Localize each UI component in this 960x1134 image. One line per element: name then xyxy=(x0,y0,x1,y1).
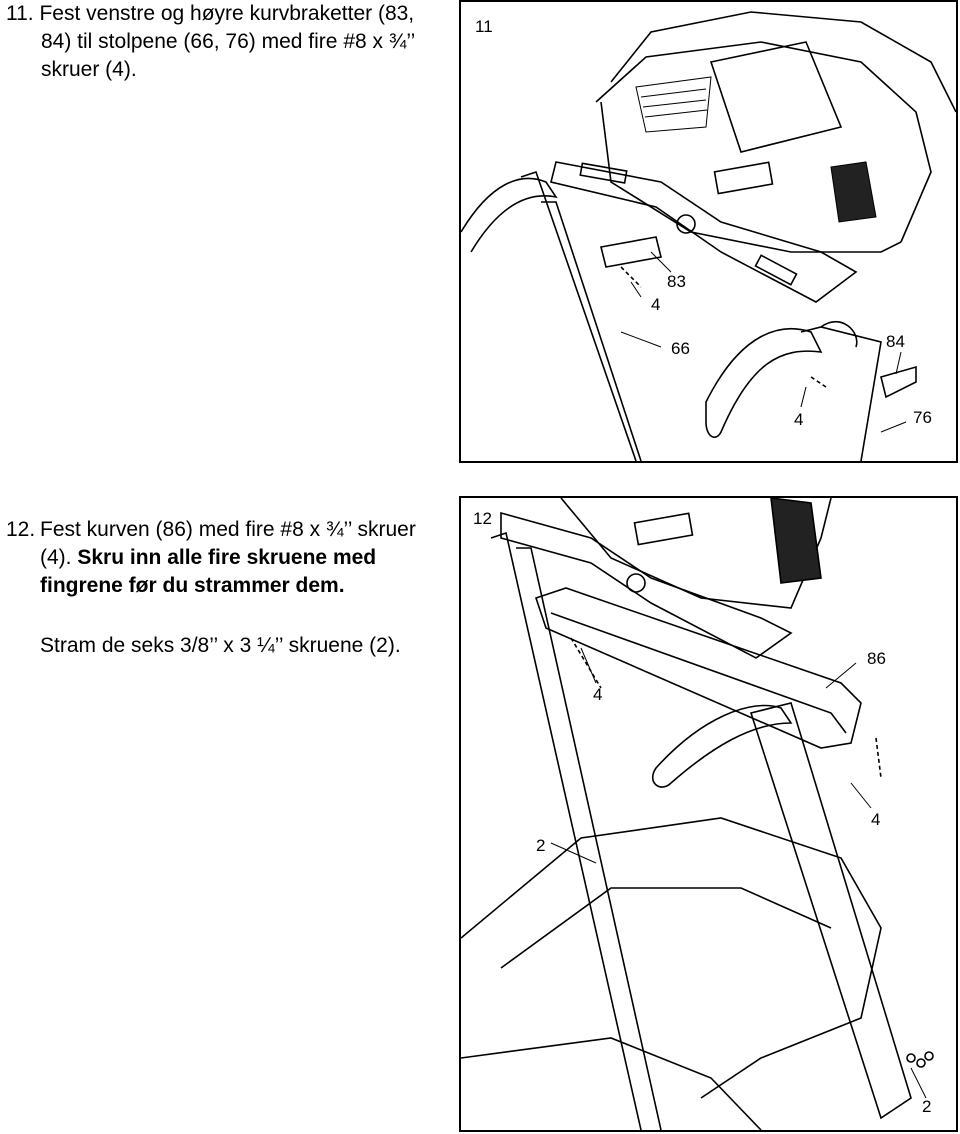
callout-4-right: 4 xyxy=(794,410,803,429)
callout-2-right: 2 xyxy=(922,1097,931,1116)
callout-66: 66 xyxy=(671,339,690,358)
step-12-line-1: Fest kurven (86) med fire #8 x ¾’’ skrue… xyxy=(40,516,450,544)
callout-4-left: 4 xyxy=(651,295,660,314)
callout-83: 83 xyxy=(667,272,686,291)
callout-2-left: 2 xyxy=(536,836,545,855)
step-11-figure: 11 83 4 66 84 4 76 xyxy=(459,0,958,463)
leader-86 xyxy=(825,662,857,689)
basket-86 xyxy=(534,587,862,749)
console-display xyxy=(709,41,843,153)
speaker-grille-left xyxy=(635,76,712,133)
step-12-text-2: (4). xyxy=(40,546,78,569)
callout-4-right: 4 xyxy=(871,810,880,829)
leader-2-right xyxy=(910,1067,927,1099)
right-handrail xyxy=(651,704,793,788)
console-outline xyxy=(610,11,956,113)
left-handrail xyxy=(461,177,558,253)
motor-hood-inner xyxy=(500,887,832,969)
bolt-3 xyxy=(924,1051,934,1061)
safety-key xyxy=(626,573,646,593)
step-12-text-3-bold: fingrene før du strammer dem. xyxy=(40,574,345,597)
callout-86: 86 xyxy=(867,649,886,668)
step-11-line-1: 11. Fest venstre og høyre kurvbraketter … xyxy=(6,0,446,28)
leader-83 xyxy=(650,251,672,273)
callout-4-left: 4 xyxy=(593,685,602,704)
step-12-text-2-bold: Skru inn alle fire skruene med xyxy=(77,546,377,569)
step-11-text-3: skruer (4). xyxy=(41,58,137,81)
figure-12-label: 12 xyxy=(473,509,492,528)
right-upright xyxy=(749,702,912,1120)
speaker-grille-right xyxy=(830,161,877,223)
left-upright-back xyxy=(516,547,662,1130)
leader-4-left xyxy=(580,647,597,684)
safety-key xyxy=(676,214,696,234)
right-basket-bracket xyxy=(880,365,917,399)
leader-2-left xyxy=(550,842,597,864)
step-11-number: 11. xyxy=(6,2,34,25)
motor-hood xyxy=(461,817,882,1099)
right-upright xyxy=(800,326,882,461)
screw-path-left xyxy=(570,637,602,689)
step-12-text-1: Fest kurven (86) med fire #8 x ¾’’ skrue… xyxy=(40,518,416,541)
leader-84 xyxy=(895,351,902,375)
left-upright-back xyxy=(541,201,642,461)
bolt-2 xyxy=(916,1058,926,1068)
left-upright-front xyxy=(490,531,642,1130)
step-11-line-3: skruer (4). xyxy=(6,56,446,84)
leader-4-left xyxy=(630,281,642,298)
left-basket-bracket xyxy=(600,236,662,268)
step-11-text-1: Fest venstre og høyre kurvbraketter (83, xyxy=(39,2,415,25)
screw-path-right xyxy=(875,737,882,779)
right-handrail-top xyxy=(820,320,858,348)
step-11-text-2: 84) til stolpene (66, 76) med fire #8 x … xyxy=(41,30,416,53)
display-window xyxy=(633,512,694,546)
leader-66 xyxy=(620,331,662,348)
basket-inner-edge xyxy=(550,612,847,734)
step-12-note: Stram de seks 3/8’’ x 3 ¼’’ skruene (2). xyxy=(40,634,401,657)
left-screw-path xyxy=(620,266,642,288)
step-11-instructions: 11. Fest venstre og høyre kurvbraketter … xyxy=(6,0,446,84)
callout-84: 84 xyxy=(886,332,905,351)
step-12-illustration: 12 86 4 4 2 2 xyxy=(461,498,934,1130)
handlebar-crossbar xyxy=(500,511,793,659)
step-12-figure: 12 86 4 4 2 2 xyxy=(459,496,958,1132)
hand-pulse-sensor-right xyxy=(754,254,798,286)
step-11-line-2: 84) til stolpene (66, 76) med fire #8 x … xyxy=(6,28,446,56)
step-12-number: 12. xyxy=(6,518,36,541)
console-rim xyxy=(595,41,932,243)
left-upright-front xyxy=(520,170,637,461)
leader-4-right xyxy=(850,782,872,809)
right-screw-path xyxy=(810,376,827,388)
bolt-1 xyxy=(906,1053,916,1063)
display-window xyxy=(713,161,774,195)
step-12-instructions: 12. Fest kurven (86) med fire #8 x ¾’’ s… xyxy=(6,516,450,600)
step-12-line-3: fingrene før du strammer dem. xyxy=(40,572,450,600)
figure-11-label: 11 xyxy=(475,17,493,36)
step-12-line-2: (4). Skru inn alle fire skruene med xyxy=(40,544,450,572)
console-lower-outline xyxy=(560,498,832,609)
step-11-illustration: 11 83 4 66 84 4 76 xyxy=(461,11,956,461)
leader-4-right xyxy=(800,386,807,408)
right-handrail xyxy=(705,327,823,438)
handlebar-crossbar xyxy=(550,161,858,303)
walking-deck xyxy=(461,1037,762,1130)
leader-76 xyxy=(880,421,907,433)
callout-76: 76 xyxy=(913,408,932,427)
speaker-grille-right xyxy=(770,498,822,584)
hand-pulse-sensor-left xyxy=(579,162,628,184)
